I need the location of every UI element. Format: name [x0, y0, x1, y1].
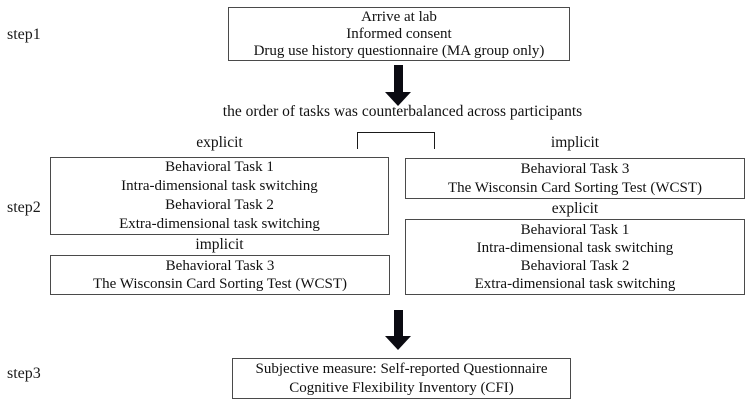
step3-label: step3 [7, 365, 41, 382]
down-arrow-icon [385, 65, 411, 106]
step2-label: step2 [7, 199, 41, 216]
left-order-second-box: Behavioral Task 3 The Wisconsin Card Sor… [50, 255, 390, 295]
right-order-first-label: implicit [550, 134, 600, 151]
arrow-shaft [393, 65, 403, 92]
step3-box-line: Cognitive Flexibility Inventory (CFI) [289, 380, 514, 396]
task-line: Behavioral Task 1 [520, 222, 630, 238]
left-order-first-label: explicit [196, 134, 243, 151]
step1-box: Arrive at lab Informed consent Drug use … [228, 7, 570, 61]
step3-box: Subjective measure: Self-reported Questi… [232, 358, 571, 399]
task-line: Behavioral Task 1 [165, 159, 274, 175]
down-arrow-icon [385, 310, 411, 350]
step1-box-line: Drug use history questionnaire (MA group… [253, 43, 545, 59]
arrow-head [385, 336, 411, 350]
right-order-second-label: explicit [551, 200, 599, 217]
task-line: The Wisconsin Card Sorting Test (WCST) [447, 180, 703, 196]
arrow-head [385, 92, 411, 106]
right-order-first-box: Behavioral Task 3 The Wisconsin Card Sor… [405, 158, 745, 199]
task-line: Behavioral Task 2 [165, 197, 274, 213]
step3-box-line: Subjective measure: Self-reported Questi… [255, 361, 548, 377]
left-order-first-box: Behavioral Task 1 Intra-dimensional task… [50, 157, 389, 235]
step1-label: step1 [7, 26, 41, 43]
task-line: The Wisconsin Card Sorting Test (WCST) [92, 276, 348, 292]
task-line: Behavioral Task 2 [520, 258, 630, 274]
task-line: Intra-dimensional task switching [121, 178, 318, 194]
task-line: Behavioral Task 3 [165, 258, 275, 274]
left-order-second-label: implicit [195, 236, 244, 253]
task-line: Intra-dimensional task switching [476, 240, 674, 256]
counterbalance-bracket-icon [357, 132, 435, 149]
step1-box-line: Arrive at lab [361, 9, 437, 25]
right-order-second-box: Behavioral Task 1 Intra-dimensional task… [405, 219, 745, 295]
counterbalance-note: the order of tasks was counterbalanced a… [222, 103, 583, 120]
arrow-shaft [393, 310, 403, 336]
step1-box-line: Informed consent [346, 26, 452, 42]
task-line: Extra-dimensional task switching [474, 276, 676, 292]
task-line: Behavioral Task 3 [520, 161, 630, 177]
task-line: Extra-dimensional task switching [119, 216, 320, 232]
